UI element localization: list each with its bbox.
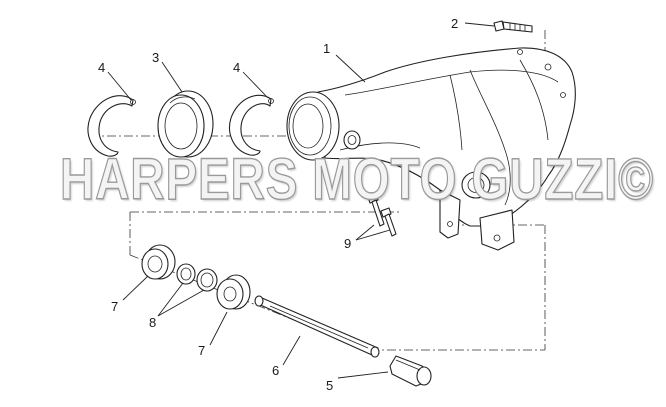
callout-8: 8: [149, 315, 156, 330]
callout-9: 9: [344, 236, 351, 251]
spacer-rings-part: [176, 263, 218, 292]
callout-4-right: 4: [233, 60, 240, 75]
callout-7-lower: 7: [198, 343, 205, 358]
seal-ring-part: [157, 90, 214, 158]
leader-lines: [107, 22, 495, 379]
bearing-lower-part: [216, 274, 251, 310]
callout-1: 1: [323, 41, 330, 56]
callout-7-upper: 7: [111, 299, 118, 314]
small-bolts-part: [367, 193, 397, 237]
callout-3: 3: [152, 50, 159, 65]
callout-6: 6: [272, 363, 279, 378]
swing-arm-housing-part: [286, 47, 576, 251]
pin-part: [389, 355, 432, 387]
circlip-left-part: [87, 95, 136, 157]
bearing-upper-part: [141, 244, 176, 280]
pivot-shaft-part: [254, 295, 380, 358]
circlip-right-part: [229, 94, 274, 156]
callout-2: 2: [451, 16, 458, 31]
callout-5: 5: [326, 378, 333, 393]
bolt-top-part: [493, 20, 533, 33]
callout-4-left: 4: [98, 60, 105, 75]
